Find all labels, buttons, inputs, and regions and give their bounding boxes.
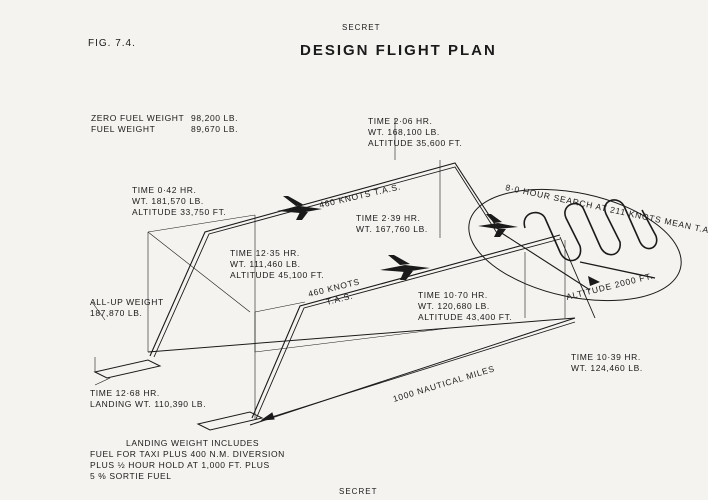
runway-return: [196, 411, 264, 431]
return-descent-route: [559, 236, 596, 319]
aircraft-icon: [380, 255, 430, 280]
search-aircraft-icon: [588, 276, 600, 286]
search-area-ellipse: [468, 188, 682, 302]
runway-outbound: [93, 359, 162, 379]
page-title: DESIGN FLIGHT PLAN: [300, 42, 497, 59]
base-return-line: [249, 317, 576, 426]
classification-top: SECRET: [342, 23, 381, 32]
speed-label-top: 460 KNOTS T.A.S.: [318, 181, 402, 210]
projection-line: [147, 214, 256, 233]
leader-line: [91, 301, 106, 321]
distance-arrowhead: [260, 412, 275, 421]
waypoint-1039: TIME 10·39 HR. WT. 124,460 LB.: [571, 352, 643, 373]
waypoint-042: TIME 0·42 HR. WT. 181,570 LB. ALTITUDE 3…: [132, 185, 227, 217]
outbound-route-inner: [153, 166, 498, 358]
waypoint-1070: TIME 10·70 HR. WT. 120,680 LB. ALTITUDE …: [418, 290, 513, 322]
aircraft-icon: [478, 214, 518, 237]
fuel-weight-label: FUEL WEIGHT: [91, 124, 156, 134]
waypoint-1268: TIME 12·68 HR. LANDING WT. 110,390 LB.: [90, 388, 207, 409]
leader-line: [94, 377, 111, 386]
return-route-inner: [255, 238, 561, 420]
base-outbound-line: [147, 317, 576, 353]
all-up-weight: ALL-UP WEIGHT 187,870 LB.: [90, 297, 164, 318]
waypoint-206: TIME 2·06 HR. WT. 168,100 LB. ALTITUDE 3…: [368, 116, 463, 148]
search-label: 8·0 HOUR SEARCH AT 211 KNOTS MEAN T.A.S.: [505, 182, 708, 238]
search-pattern: [523, 199, 658, 262]
fuel-weight-value: 89,670 LB.: [191, 124, 239, 134]
outbound-route: [149, 162, 501, 357]
distance-label: 1000 NAUTICAL MILES: [392, 363, 496, 404]
projection-line: [254, 327, 451, 353]
distance-dimension-line: [261, 321, 576, 421]
zero-fuel-label: ZERO FUEL WEIGHT: [91, 113, 185, 123]
aircraft-icon: [277, 196, 322, 220]
waypoint-239: TIME 2·39 HR. WT. 167,760 LB.: [356, 213, 428, 234]
projection-line: [147, 231, 251, 313]
return-route: [251, 234, 561, 419]
classification-bottom: SECRET: [339, 487, 378, 496]
projection-line: [254, 301, 306, 313]
descent-route: [499, 231, 591, 291]
figure-label: FIG. 7.4.: [88, 38, 136, 49]
waypoint-1235: TIME 12·35 HR. WT. 111,460 LB. ALTITUDE …: [230, 248, 325, 280]
weights-block: ZERO FUEL WEIGHT 98,200 LB. FUEL WEIGHT 89…: [91, 113, 238, 135]
zero-fuel-value: 98,200 LB.: [191, 113, 239, 123]
landing-weight-note: LANDING WEIGHT INCLUDES FUEL FOR TAXI PL…: [90, 438, 285, 481]
search-pattern-leg: [579, 261, 656, 279]
